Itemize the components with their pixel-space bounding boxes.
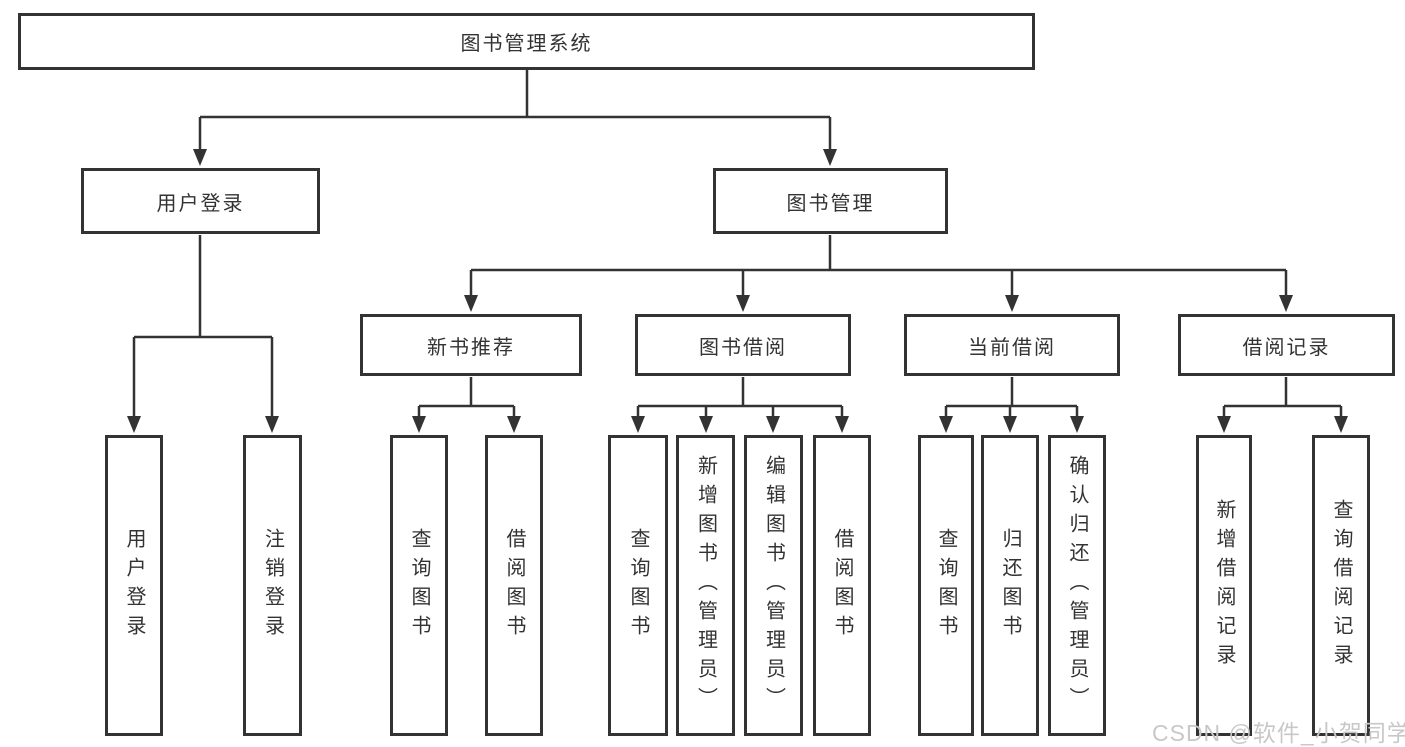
arrowhead-icon: [1003, 416, 1017, 433]
node-label: 用户登录: [123, 527, 145, 644]
leaf-return-books: 归还图书: [981, 435, 1039, 736]
leaf-edit-books-admin: 编辑图书（管理员）: [744, 435, 803, 736]
arrowhead-icon: [939, 416, 953, 433]
node-borrowing-records: 借阅记录: [1178, 314, 1395, 376]
node-label: 图书借阅: [699, 336, 787, 359]
node-book-management: 图书管理: [713, 168, 948, 234]
arrowhead-icon: [1217, 416, 1231, 433]
node-label: 图书管理: [786, 192, 875, 215]
leaf-borrow-books-recommend: 借阅图书: [485, 435, 543, 736]
arrowhead-icon: [464, 295, 478, 312]
node-label: 查询借阅记录: [1330, 498, 1352, 673]
leaf-add-borrow-record: 新增借阅记录: [1196, 435, 1252, 736]
arrowhead-icon: [412, 416, 426, 433]
node-label: 借阅图书: [503, 527, 525, 644]
node-label: 归还图书: [999, 527, 1021, 644]
node-label: 当前借阅: [968, 336, 1056, 359]
node-user-login: 用户登录: [81, 168, 320, 234]
node-label: 借阅记录: [1242, 336, 1331, 359]
node-label: 新书推荐: [427, 336, 515, 359]
leaf-user-login: 用户登录: [105, 435, 163, 736]
leaf-query-books-borrow: 查询图书: [608, 435, 668, 736]
node-label: 借阅图书: [831, 527, 853, 644]
arrowhead-icon: [193, 149, 207, 166]
node-label: 确认归还（管理员）: [1066, 455, 1088, 716]
arrowhead-icon: [699, 416, 713, 433]
leaf-confirm-return-admin: 确认归还（管理员）: [1048, 435, 1106, 736]
node-label: 图书管理系统: [460, 33, 593, 55]
leaf-query-borrow-record: 查询借阅记录: [1312, 435, 1370, 736]
node-label: 编辑图书（管理员）: [762, 455, 785, 716]
arrowhead-icon: [823, 149, 837, 166]
csdn-watermark: CSDN @软件_小贺同学: [1152, 720, 1405, 746]
arrowhead-icon: [766, 416, 780, 433]
node-label: 查询图书: [408, 527, 430, 644]
leaf-query-books-current: 查询图书: [918, 435, 974, 736]
node-current-borrowing: 当前借阅: [904, 314, 1120, 376]
arrowhead-icon: [631, 416, 645, 433]
leaf-logout: 注销登录: [243, 435, 302, 736]
leaf-query-books-recommend: 查询图书: [390, 435, 448, 736]
leaf-borrow-books-borrow: 借阅图书: [813, 435, 871, 736]
arrowhead-icon: [265, 416, 279, 433]
node-label: 注销登录: [261, 527, 284, 644]
arrowhead-icon: [507, 416, 521, 433]
arrowhead-icon: [1279, 295, 1293, 312]
arrowhead-icon: [736, 295, 750, 312]
arrowheads: [127, 149, 1348, 433]
leaf-add-books-admin: 新增图书（管理员）: [676, 435, 735, 736]
arrowhead-icon: [1070, 416, 1084, 433]
node-new-book-recommend: 新书推荐: [360, 314, 582, 376]
arrowhead-icon: [1005, 295, 1019, 312]
node-book-borrowing: 图书借阅: [635, 314, 851, 376]
arrowhead-icon: [127, 416, 141, 433]
arrowhead-icon: [1334, 416, 1348, 433]
node-label: 新增借阅记录: [1213, 498, 1235, 673]
node-label: 查询图书: [627, 527, 649, 644]
node-label: 用户登录: [156, 192, 245, 215]
node-root-system: 图书管理系统: [18, 13, 1035, 70]
node-label: 查询图书: [935, 527, 957, 644]
connector-trunks: [132, 70, 1343, 418]
arrowhead-icon: [835, 416, 849, 433]
node-label: 新增图书（管理员）: [694, 455, 717, 716]
